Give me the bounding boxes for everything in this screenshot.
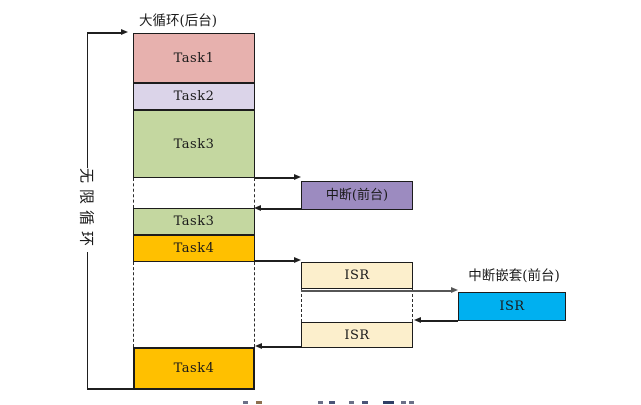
isr-interrupted-gap [301, 289, 413, 322]
interrupt-label: 中断(前台) [325, 188, 389, 203]
task-label: Task4 [173, 361, 215, 376]
nested-interrupt-title: 中断嵌套(前台) [468, 268, 560, 284]
arrowhead-left-icon [254, 205, 261, 211]
interrupted-gap [133, 178, 255, 208]
loop-bottom-line [87, 388, 134, 390]
arrow-interrupt-return [261, 208, 301, 210]
task-box: Task3 [133, 110, 255, 178]
task-label: Task3 [173, 214, 215, 229]
task-box: Task3 [133, 208, 255, 235]
interrupt-box: 中断(前台) [301, 181, 413, 210]
infinite-loop-label: 无限循环 [77, 167, 96, 252]
loop-top-line [87, 32, 121, 34]
nested-isr-box: ISR [458, 292, 566, 321]
isr-label: ISR [344, 327, 370, 343]
loop-arrowhead-icon [121, 29, 128, 35]
arrow-task3-to-interrupt [255, 177, 294, 179]
loop-vertical-line-upper [86, 33, 88, 168]
arrowhead-right-icon [451, 287, 458, 293]
loop-vertical-line-lower [86, 252, 88, 389]
task-label: Task1 [173, 50, 215, 66]
task-label: Task3 [173, 136, 215, 152]
arrowhead-left-icon [255, 343, 262, 349]
task-box: Task2 [133, 83, 255, 110]
isr-box: ISR [301, 262, 413, 289]
task-box: Task4 [133, 347, 255, 390]
task-box: Task4 [133, 235, 255, 262]
arrow-isr-to-nested [301, 290, 451, 292]
arrowhead-right-icon [294, 257, 301, 263]
arrowhead-left-icon [414, 317, 421, 323]
arrow-task4-to-isr [255, 260, 294, 262]
clipped-caption-marks [243, 401, 423, 404]
arrow-nested-return [421, 320, 458, 322]
task-box: Task1 [133, 33, 255, 83]
isr-box: ISR [301, 322, 413, 348]
task-label: Task4 [173, 241, 215, 256]
task-label: Task2 [173, 89, 215, 104]
arrow-isr-return [262, 346, 301, 348]
arrowhead-right-icon [294, 174, 301, 180]
interrupted-gap [133, 262, 255, 347]
background-loop-title: 大循环(后台) [138, 13, 218, 29]
isr-label: ISR [344, 268, 370, 283]
nested-isr-label: ISR [499, 299, 525, 314]
